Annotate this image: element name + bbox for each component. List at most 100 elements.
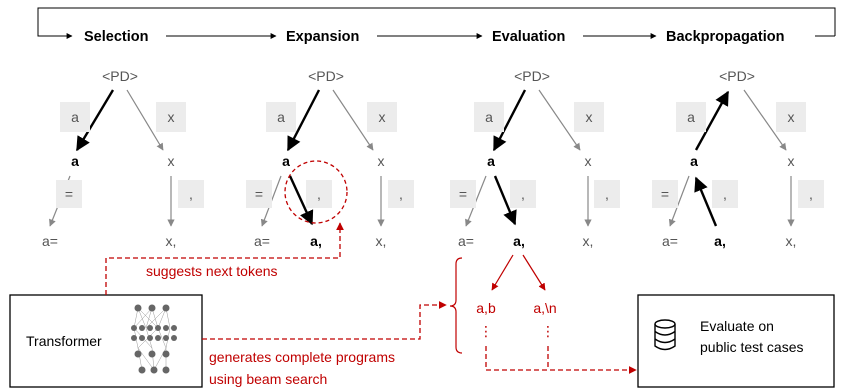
edge-label-x: x — [788, 109, 795, 125]
evaluate-label-line1: Evaluate on — [700, 318, 774, 334]
node-x: x — [168, 153, 175, 169]
evaluate-connector — [485, 346, 637, 374]
edge-label-box-a — [676, 102, 706, 132]
edge-root-a — [286, 89, 321, 152]
tree-backpropagation: <PD> a x a x = , , a= a, x, — [652, 68, 824, 249]
edge-label-comma-a: , — [317, 186, 321, 202]
edge-label-eq: = — [459, 186, 467, 202]
edge-label-a: a — [71, 109, 79, 125]
stage-evaluation: Evaluation — [492, 29, 565, 45]
leaf-comma-a: a, — [513, 233, 525, 249]
edge-label-eq: = — [65, 186, 73, 202]
leaf-eq: a= — [42, 233, 58, 249]
expansion-highlight-circle — [284, 160, 348, 224]
edge-label-box-x — [367, 102, 397, 132]
edge-root-x — [126, 89, 164, 151]
database-icon — [654, 319, 676, 351]
edge-label-comma-x: , — [399, 186, 403, 202]
neural-network-icon — [131, 304, 177, 374]
leaf-eq: a= — [254, 233, 270, 249]
node-a: a — [282, 153, 290, 169]
suggest-label: suggests next tokens — [146, 263, 278, 279]
edge-label-box-x — [574, 102, 604, 132]
edge-label-comma-x: , — [809, 186, 813, 202]
edge-comma-a-up — [694, 176, 718, 227]
node-a: a — [690, 153, 698, 169]
rollout-ellipsis-right: ⋮ — [541, 323, 555, 339]
edge-label-x: x — [586, 109, 593, 125]
edge-label-box-eq — [56, 180, 82, 208]
leaf-eq: a= — [458, 233, 474, 249]
edge-label-box-a — [474, 102, 504, 132]
edge-label-box-comma-a — [510, 180, 536, 208]
edge-label-comma-a: , — [723, 186, 727, 202]
rollout-edge-left — [491, 254, 514, 291]
edge-label-comma-a: , — [521, 186, 525, 202]
generate-label-line1: generates complete programs — [209, 349, 395, 365]
tree-expansion: <PD> a x a x = , , a= a, x, — [246, 68, 414, 249]
edge-root-a — [75, 89, 115, 152]
transformer-box — [9, 294, 203, 388]
edge-label-x: x — [379, 109, 386, 125]
leaf-comma-x: x, — [583, 233, 594, 249]
suggest-connector — [105, 222, 344, 295]
edge-label-box-comma-x — [178, 180, 204, 208]
edge-label-box-eq — [652, 180, 678, 208]
leaf-comma-x: x, — [786, 233, 797, 249]
edge-root-a — [492, 89, 527, 152]
edge-label-box-x — [156, 102, 186, 132]
rollout-bracket — [449, 257, 463, 354]
edge-label-box-eq — [450, 180, 476, 208]
edge-root-x — [538, 89, 581, 151]
edge-a-comma — [493, 175, 517, 226]
node-a: a — [71, 153, 79, 169]
root-node: <PD> — [719, 68, 755, 84]
edge-label-box-a — [266, 102, 296, 132]
edge-label-box-eq — [246, 180, 272, 208]
node-a: a — [487, 153, 495, 169]
edge-label-eq: = — [661, 186, 669, 202]
leaf-comma-x: x, — [376, 233, 387, 249]
rollout-child-right: a,\n — [533, 300, 556, 316]
root-node: <PD> — [514, 68, 550, 84]
edge-label-box-comma-x — [594, 180, 620, 208]
edge-label-box-comma-a — [712, 180, 738, 208]
node-x: x — [378, 153, 385, 169]
stage-selection: Selection — [84, 29, 148, 45]
loop-arrow — [37, 7, 836, 39]
tree-evaluation: <PD> a x a x = , , a= a, x, a,b a,\n ⋮ ⋮ — [449, 68, 620, 354]
edge-label-box-x — [776, 102, 806, 132]
edge-label-a: a — [687, 109, 695, 125]
edge-label-comma-x: , — [605, 186, 609, 202]
edge-a-root — [694, 90, 730, 151]
root-node: <PD> — [102, 68, 138, 84]
generate-label-line2: using beam search — [209, 371, 327, 387]
edge-root-x — [743, 89, 787, 151]
root-node: <PD> — [308, 68, 344, 84]
edge-label-box-comma-x — [798, 180, 824, 208]
edge-label-a: a — [277, 109, 285, 125]
edge-root-x — [332, 89, 374, 151]
tree-selection: <PD> a x a x = , a= x, — [42, 68, 204, 249]
edge-label-box-a — [60, 102, 90, 132]
leaf-comma-a: a, — [714, 233, 726, 249]
edge-label-x: x — [168, 109, 175, 125]
rollout-child-left: a,b — [476, 300, 496, 316]
generate-connector — [202, 301, 447, 340]
edge-a-eq — [668, 175, 690, 227]
transformer-label: Transformer — [26, 333, 102, 349]
edge-a-comma — [288, 175, 314, 226]
stage-backpropagation: Backpropagation — [666, 29, 784, 45]
edge-label-a: a — [485, 109, 493, 125]
rollout-edge-right — [522, 254, 546, 291]
evaluate-label-line2: public test cases — [700, 339, 804, 355]
leaf-comma-a: a, — [310, 233, 322, 249]
leaf-comma-x: x, — [166, 233, 177, 249]
edge-label-box-comma-a — [306, 180, 332, 208]
node-x: x — [585, 153, 592, 169]
leaf-eq: a= — [662, 233, 678, 249]
edge-label-box-comma-x — [388, 180, 414, 208]
edge-label-eq: = — [255, 186, 263, 202]
rollout-ellipsis-left: ⋮ — [479, 323, 493, 339]
